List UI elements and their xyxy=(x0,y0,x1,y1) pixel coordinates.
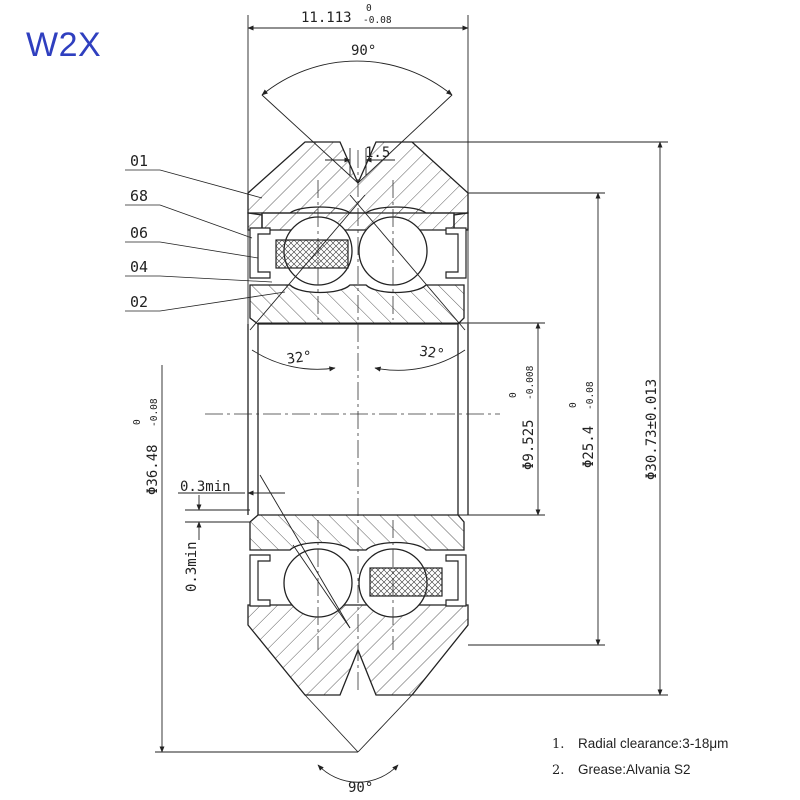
note-text: Radial clearance:3-18μm xyxy=(578,736,729,751)
width-tol-lower: -0.08 xyxy=(363,15,392,26)
contact-angle-left: 32° xyxy=(286,348,313,367)
bore-outline xyxy=(247,324,469,515)
overall-dimension: Φ36.48 xyxy=(145,444,161,495)
part-label-04: 04 xyxy=(130,258,148,276)
notes: 1. Radial clearance:3-18μm 2. Grease:Alvan… xyxy=(552,731,728,783)
part-label-06: 06 xyxy=(130,224,148,242)
width-dimension: 11.113 xyxy=(301,10,352,26)
contact-lines xyxy=(249,194,466,629)
note-text: Grease:Alvania S2 xyxy=(578,762,691,777)
note-item: 2. Grease:Alvania S2 xyxy=(552,757,728,783)
part-label-01: 01 xyxy=(130,152,148,170)
chamfer-radial: 0.3min xyxy=(184,541,200,592)
part-label-02: 02 xyxy=(130,293,148,311)
overall-tol-lower: -0.08 xyxy=(149,398,160,427)
part-label-68: 68 xyxy=(130,187,148,205)
width-tol-upper: 0 xyxy=(366,3,372,14)
inner-ring-top xyxy=(249,284,465,325)
note-number: 2. xyxy=(552,763,565,778)
outer-b-dimension: Φ30.73±0.013 xyxy=(644,379,660,480)
inner-ring-bottom xyxy=(249,514,465,551)
groove-depth: 1.5 xyxy=(365,145,390,161)
bore-tol-upper: 0 xyxy=(508,392,519,398)
seals xyxy=(249,227,467,607)
bore-tol-lower: -0.008 xyxy=(525,365,536,400)
chamfer-axial: 0.3min xyxy=(180,479,231,495)
centerlines xyxy=(205,150,500,690)
dimension-lines xyxy=(155,15,668,783)
outer-a-tol-lower: -0.08 xyxy=(585,381,596,410)
outer-a-dimension: Φ25.4 xyxy=(581,426,597,468)
note-number: 1. xyxy=(552,737,565,752)
bore-dimension: Φ9.525 xyxy=(521,419,537,470)
cage xyxy=(275,239,443,597)
overall-tol-upper: 0 xyxy=(132,419,143,425)
note-item: 1. Radial clearance:3-18μm xyxy=(552,731,728,757)
contact-angle-right: 32° xyxy=(418,344,445,363)
outer-a-tol-upper: 0 xyxy=(568,402,579,408)
groove-angle-top: 90° xyxy=(351,43,376,59)
drawing-title: W2X xyxy=(26,26,102,64)
leader-lines xyxy=(125,169,286,312)
groove-angle-bottom: 90° xyxy=(348,780,373,796)
